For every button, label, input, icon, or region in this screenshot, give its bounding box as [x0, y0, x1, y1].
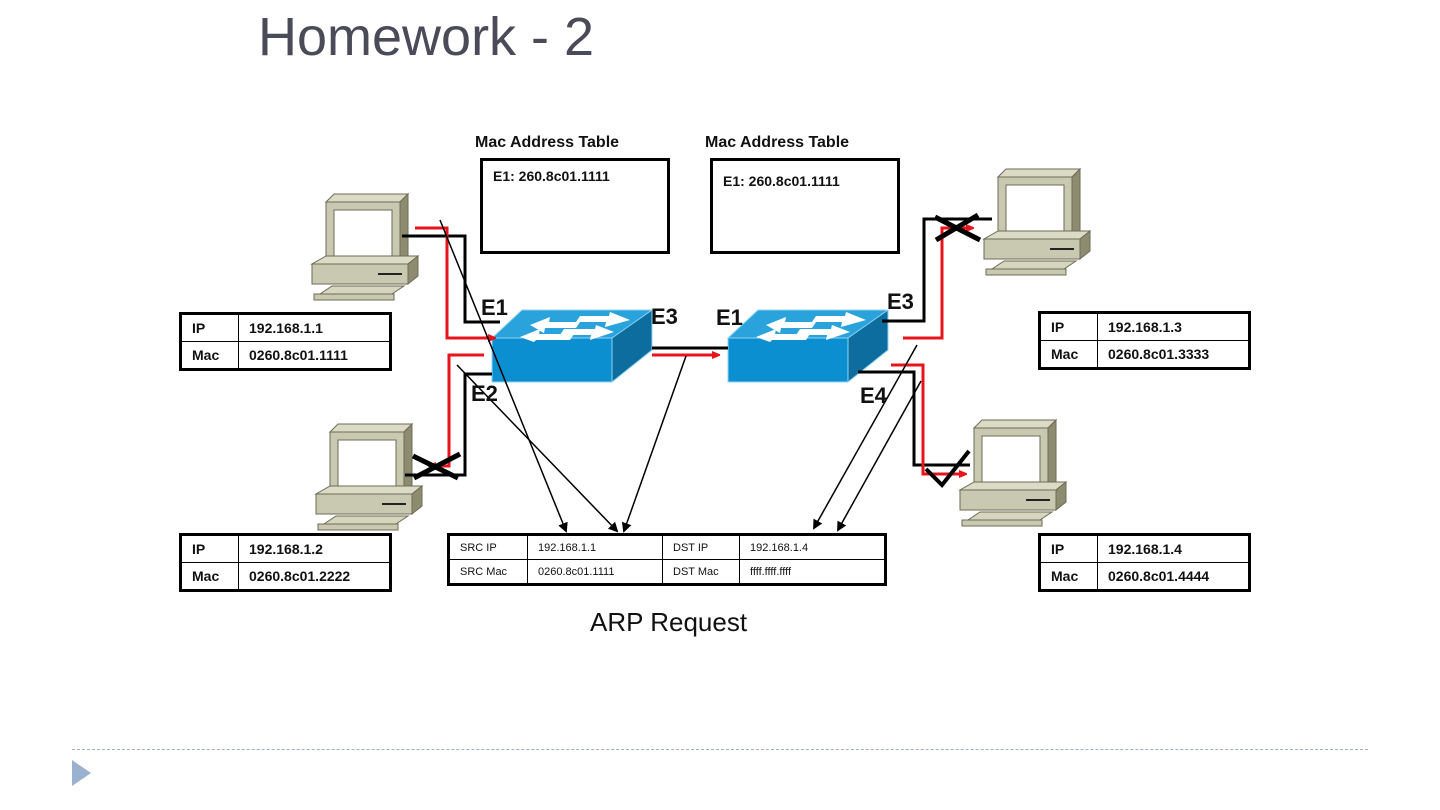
mac-table-label-switch1: Mac Address Table [475, 134, 620, 151]
frame-path-switch2-to-host4 [891, 363, 965, 474]
slide-title: Homework - 2 [258, 7, 595, 67]
switch-1-icon [491, 309, 653, 383]
pc-host-3-icon [983, 168, 1091, 276]
ip-value: 192.168.1.2 [238, 534, 391, 563]
pc-host-1-icon [311, 193, 419, 301]
dst-mac-value: ffff.ffff.ffff [739, 559, 886, 585]
port-label-sw2-e1: E1 [716, 305, 743, 330]
port-label-sw2-e4: E4 [860, 383, 887, 408]
ip-value: 192.168.1.3 [1097, 312, 1250, 341]
mac-value: 0260.8c01.4444 [1097, 562, 1250, 591]
arp-packet-table: SRC IP 192.168.1.1 DST IP 192.168.1.4 SR… [447, 533, 887, 586]
ip-value: 192.168.1.1 [238, 313, 391, 342]
port-label-sw1-e1: E1 [481, 295, 508, 320]
ip-label: IP [1039, 312, 1098, 341]
cable-host2-e2 [405, 372, 492, 477]
ip-value: 192.168.1.4 [1097, 534, 1250, 563]
src-mac-value: 0260.8c01.1111 [527, 559, 663, 585]
pointer-arrow [621, 355, 687, 533]
frame-path-switch1-to-host2 [430, 353, 484, 466]
mac-value: 0260.8c01.2222 [238, 562, 391, 591]
play-triangle-icon [72, 760, 91, 786]
ip-label: IP [180, 313, 239, 342]
dst-ip-value: 192.168.1.4 [739, 534, 886, 560]
cable-host1-e1 [402, 234, 500, 324]
pc-host-2-icon [315, 423, 423, 531]
pc-host-4-icon [959, 419, 1067, 527]
mac-table-entry: E1: 260.8c01.1111 [493, 168, 610, 184]
dropped-x-mark-host2 [411, 451, 462, 481]
mac-label: Mac [180, 562, 239, 591]
src-ip-label: SRC IP [448, 534, 528, 560]
dst-ip-label: DST IP [662, 534, 740, 560]
pointer-arrow [456, 364, 619, 533]
port-label-sw1-e3: E3 [651, 304, 678, 329]
accepted-check-mark-host4 [924, 449, 971, 488]
port-label-sw2-e3: E3 [887, 289, 914, 314]
src-mac-label: SRC Mac [448, 559, 528, 585]
mac-label: Mac [180, 341, 239, 370]
cable-e4-host4 [858, 370, 970, 467]
src-ip-value: 192.168.1.1 [527, 534, 663, 560]
frame-path-host1-to-switch1 [415, 226, 494, 338]
ip-label: IP [1039, 534, 1098, 563]
mac-table-label-switch2: Mac Address Table [705, 134, 850, 151]
dst-mac-label: DST Mac [662, 559, 740, 585]
mac-table-entry: E1: 260.8c01.1111 [723, 173, 840, 189]
pointer-arrow [837, 380, 922, 532]
mac-value: 0260.8c01.1111 [238, 341, 391, 370]
port-label-sw1-e2: E2 [471, 381, 498, 406]
arp-request-caption: ARP Request [590, 607, 748, 637]
mac-table-switch1: E1: 260.8c01.1111 [480, 158, 670, 254]
dropped-x-mark-host3 [933, 212, 982, 243]
pointer-arrow [439, 219, 568, 533]
mac-value: 0260.8c01.3333 [1097, 340, 1250, 369]
mac-label: Mac [1039, 562, 1098, 591]
cable-e3-host3 [882, 217, 992, 323]
mac-label: Mac [1039, 340, 1098, 369]
footer-divider [72, 749, 1368, 750]
mac-table-switch2: E1: 260.8c01.1111 [710, 158, 900, 254]
ip-label: IP [180, 534, 239, 563]
pointer-arrow [813, 344, 918, 530]
